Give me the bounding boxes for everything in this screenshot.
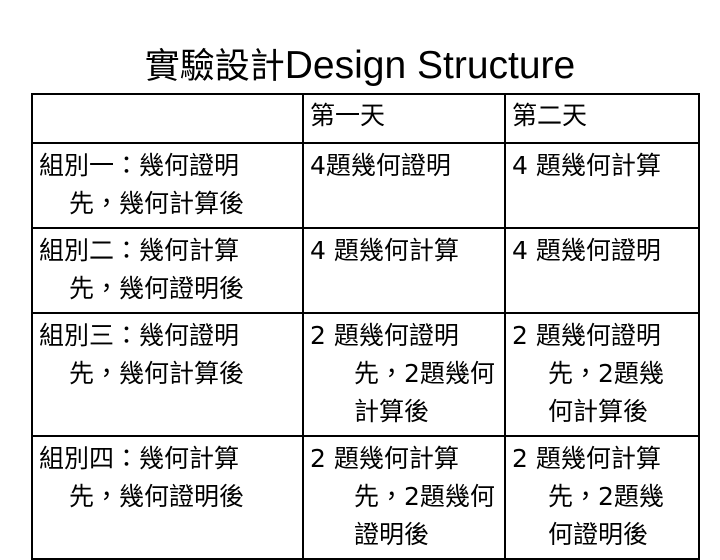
group-3-line-1: 組別三：幾何證明 (39, 321, 240, 350)
table-row: 組別二：幾何計算 先，幾何證明後 4 題幾何計算 4 題幾何證明 (31, 227, 700, 314)
table-cell-group-3: 組別三：幾何證明 先，幾何計算後 (31, 312, 304, 437)
group-3-text: 組別三：幾何證明 先，幾何計算後 (33, 314, 302, 434)
day2-4-line-2: 先，2題幾 (548, 482, 664, 511)
table-cell-day2-2: 4 題幾何證明 (504, 227, 700, 314)
page-title-latin: Design Structure (284, 44, 576, 87)
table-header-corner-label (33, 95, 302, 142)
day1-3-text: 2 題幾何證明 先，2題幾何 計算後 (304, 314, 504, 435)
table-cell-day1-2: 4 題幾何計算 (302, 227, 506, 314)
table-cell-group-2: 組別二：幾何計算 先，幾何證明後 (31, 227, 304, 314)
table-cell-day1-3: 2 題幾何證明 先，2題幾何 計算後 (302, 312, 506, 437)
day1-2-line-1: 4 題幾何計算 (310, 236, 459, 265)
day2-2-text: 4 題幾何證明 (506, 229, 698, 312)
table-cell-day1-4: 2 題幾何計算 先，2題幾何 證明後 (302, 435, 506, 560)
table-cell-day1-1: 4題幾何證明 (302, 142, 506, 229)
group-4-line-2: 先，幾何證明後 (69, 482, 245, 511)
day2-3-line-1: 2 題幾何證明 (512, 321, 661, 350)
group-2-text: 組別二：幾何計算 先，幾何證明後 (33, 229, 302, 312)
table-cell-day2-1: 4 題幾何計算 (504, 142, 700, 229)
group-2-line-1: 組別二：幾何計算 (39, 236, 240, 265)
group-3-line-2: 先，幾何計算後 (69, 359, 245, 388)
day1-1-line-1: 4題幾何證明 (310, 151, 451, 180)
table-header-row: 第一天 第二天 (31, 93, 700, 144)
group-4-line-1: 組別四：幾何計算 (39, 444, 240, 473)
group-2-line-2: 先，幾何證明後 (69, 274, 245, 303)
day2-4-line-1: 2 題幾何計算 (512, 444, 661, 473)
day2-1-line-1: 4 題幾何計算 (512, 151, 661, 180)
group-4-text: 組別四：幾何計算 先，幾何證明後 (33, 437, 302, 550)
design-structure-table: 第一天 第二天 組別一：幾何證明 先，幾何計算後 4題幾何證明 (31, 93, 700, 560)
day2-3-line-2: 先，2題幾 (548, 359, 664, 388)
day1-4-line-3: 證明後 (354, 520, 430, 549)
page-title: 實驗設計Design Structure (0, 40, 720, 92)
day2-3-text: 2 題幾何證明 先，2題幾 何計算後 (506, 314, 698, 435)
day1-3-line-1: 2 題幾何證明 (310, 321, 459, 350)
day1-3-line-2: 先，2題幾何 (354, 359, 495, 388)
table-header-day2-label: 第二天 (512, 101, 588, 130)
group-1-line-1: 組別一：幾何證明 (39, 151, 240, 180)
group-1-text: 組別一：幾何證明 先，幾何計算後 (33, 144, 302, 227)
day2-4-text: 2 題幾何計算 先，2題幾 何證明後 (506, 437, 698, 558)
table-header-corner (31, 93, 304, 144)
day1-1-text: 4題幾何證明 (304, 144, 504, 227)
day1-4-line-2: 先，2題幾何 (354, 482, 495, 511)
day2-2-line-1: 4 題幾何證明 (512, 236, 661, 265)
day1-4-line-1: 2 題幾何計算 (310, 444, 459, 473)
day1-3-line-3: 計算後 (354, 397, 430, 426)
table-row: 組別三：幾何證明 先，幾何計算後 2 題幾何證明 先，2題幾何 計算後 2 題幾… (31, 312, 700, 437)
table-row: 組別一：幾何證明 先，幾何計算後 4題幾何證明 4 題幾何計算 (31, 142, 700, 229)
table-cell-day2-3: 2 題幾何證明 先，2題幾 何計算後 (504, 312, 700, 437)
page-title-cjk: 實驗設計 (144, 47, 285, 87)
table-cell-group-4: 組別四：幾何計算 先，幾何證明後 (31, 435, 304, 560)
table-header-day2: 第二天 (504, 93, 700, 144)
day1-2-text: 4 題幾何計算 (304, 229, 504, 312)
day2-4-line-3: 何證明後 (548, 520, 649, 549)
day2-3-line-3: 何計算後 (548, 397, 649, 426)
group-1-line-2: 先，幾何計算後 (69, 189, 245, 218)
table-cell-day2-4: 2 題幾何計算 先，2題幾 何證明後 (504, 435, 700, 560)
slide-canvas: 實驗設計Design Structure 第一天 第二天 (0, 40, 720, 560)
day2-1-text: 4 題幾何計算 (506, 144, 698, 227)
table-row: 組別四：幾何計算 先，幾何證明後 2 題幾何計算 先，2題幾何 證明後 2 題幾… (31, 435, 700, 560)
table-cell-group-1: 組別一：幾何證明 先，幾何計算後 (31, 142, 304, 229)
table-header-day1-label: 第一天 (310, 101, 386, 130)
day1-4-text: 2 題幾何計算 先，2題幾何 證明後 (304, 437, 504, 558)
table-header-day1: 第一天 (302, 93, 506, 144)
